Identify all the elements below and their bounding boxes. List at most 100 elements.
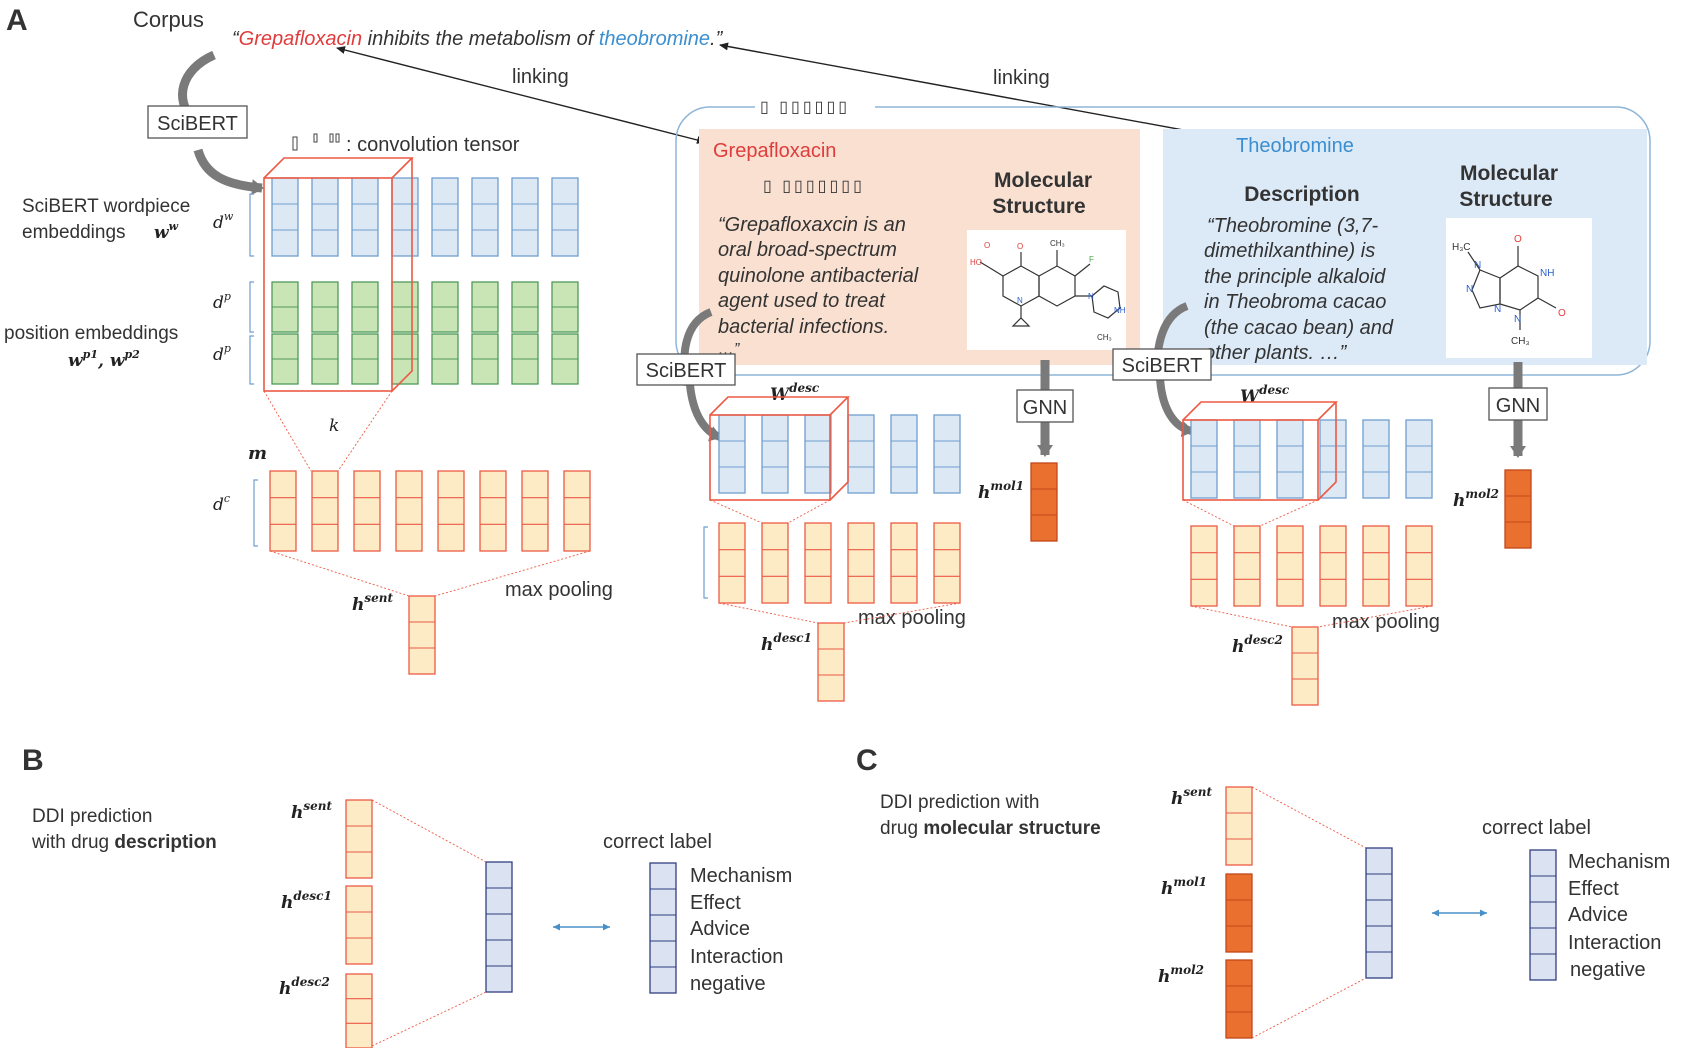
wdesc2-embedding-vector-body: [1319, 419, 1347, 499]
b-h-sent-vector: [345, 799, 373, 879]
grepa-desc-line: quinolone antibacterial: [718, 265, 919, 287]
hdesc1-symbol: hdesc1: [761, 631, 812, 655]
desc1-conv-vector-body: [761, 522, 789, 604]
position-embedding-vector-1: [271, 281, 299, 333]
position-embedding-vector-1: [431, 281, 459, 333]
conv-tensor-front: [263, 177, 393, 392]
gnn-box-2: [1488, 387, 1548, 421]
max-pooling-middle: max pooling: [858, 607, 966, 629]
panel-b-title-line1: DDI prediction: [32, 806, 152, 827]
drug-info-box-header: ▯ ▯▯▯▯▯▯: [760, 99, 850, 116]
wdesc2-embedding-vector: [1190, 419, 1218, 499]
desc1-conv-vector-body: [847, 522, 875, 604]
atom-label: F: [1089, 255, 1094, 264]
h-sent-vector-body: [408, 595, 436, 675]
quote-close: .”: [710, 28, 724, 50]
pooling-line: [1317, 605, 1433, 628]
c-h-mol2-vector: [1225, 959, 1253, 1039]
wordpiece-embedding-vector: [511, 177, 539, 257]
b-hsent-symbol: hsent: [291, 799, 332, 823]
theo-desc-line: the principle alkaloid: [1204, 266, 1386, 288]
conv-feature-vector-body: [437, 470, 465, 552]
gnn-label-1: GNN: [1023, 397, 1067, 419]
desc1-conv-vector: [804, 522, 832, 604]
b-fc-line: [371, 991, 487, 1047]
conv-feature-vector: [353, 470, 381, 552]
panel-c-title-line1: DDI prediction with: [880, 792, 1039, 813]
grepafloxacin-description: “Grepafloxaxcin is an oral broad-spectru…: [718, 214, 919, 358]
h-desc2-vector-body: [1291, 626, 1319, 706]
wordpiece-embedding-vector-body: [431, 177, 459, 257]
wdesc1-embedding-vector-body: [933, 414, 961, 494]
scibert-box-left: [147, 105, 248, 139]
atom-label: N: [1474, 260, 1481, 271]
atom-label: CH₃: [1050, 239, 1065, 248]
wordpiece-embedding-vector-body: [471, 177, 499, 257]
theo-mol-heading-2: Structure: [1459, 188, 1552, 211]
atom-label: O: [984, 241, 990, 250]
linking-arrow-theobromine: [719, 42, 1228, 141]
class-label: negative: [690, 973, 766, 995]
panel-c-title-line2: drug molecular structure: [880, 818, 1101, 839]
position-embedding-vector-1: [391, 281, 419, 333]
c-h-sent-vector: [1225, 786, 1253, 866]
h-mol2-vector: [1504, 469, 1532, 549]
position-embedding-vector-2: [271, 333, 299, 385]
c-h-mol1-vector: [1225, 873, 1253, 953]
wordpiece-embedding-vector: [351, 177, 379, 257]
desc2-conv-vector-body: [1362, 525, 1390, 607]
wdesc1-embedding-vector-body: [847, 414, 875, 494]
wdesc1-tensor-side: [829, 397, 849, 501]
grepafloxacin-description-heading: ▯ ▯▯▯▯▯▯▯: [763, 178, 865, 195]
dw-symbol: dw: [213, 210, 234, 233]
conv-feature-vector: [479, 470, 507, 552]
h-mol1-vector: [1030, 462, 1058, 542]
position-embedding-vector-2: [551, 333, 579, 385]
ww-symbol: ww: [154, 220, 179, 243]
desc1-conv-bracket: [703, 526, 708, 599]
desc2-conv-vector-body: [1276, 525, 1304, 607]
wdesc1-embedding-vector: [804, 414, 832, 494]
class-label: Mechanism: [690, 865, 792, 887]
conv-projection-line: [709, 499, 763, 524]
corpus-drug2: theobromine: [599, 28, 710, 50]
desc2-conv-vector-body: [1405, 525, 1433, 607]
class-label: Interaction: [690, 946, 783, 968]
class-label: Advice: [690, 918, 750, 940]
position-embedding-vector-1: [311, 281, 339, 333]
wdesc2-embedding-vector-body: [1233, 419, 1261, 499]
atom-label: O: [1514, 234, 1522, 245]
max-pooling-right: max pooling: [1332, 611, 1440, 633]
wdesc2-embedding-vector: [1405, 419, 1433, 499]
k-symbol: k: [329, 416, 339, 436]
desc2-conv-vector-body: [1233, 525, 1261, 607]
atom-label: NH: [1114, 306, 1126, 315]
max-pooling-left: max pooling: [505, 579, 613, 601]
grepafloxacin-molecule-image: HO O O CH₃ F N N NH CH₃: [967, 230, 1126, 350]
conv-projection-line: [263, 390, 312, 472]
dc-symbol: dc: [213, 492, 230, 515]
atom-label: O: [1558, 308, 1566, 319]
b-output-vector-body: [485, 861, 513, 993]
atom-label: NH: [1540, 268, 1554, 279]
class-label: Effect: [690, 892, 741, 914]
grepa-desc-line: bacterial infections.: [718, 316, 889, 338]
corpus-label: Corpus: [133, 7, 204, 32]
wordpiece-embedding-vector: [551, 177, 579, 257]
hmol1-symbol: hmol1: [978, 479, 1024, 503]
desc1-conv-vector: [890, 522, 918, 604]
conv-projection-line: [1182, 499, 1235, 527]
position-embedding-vector-2: [471, 333, 499, 385]
linking-label-1: linking: [512, 66, 569, 88]
dc-bracket: [253, 479, 258, 547]
atom-label: N: [1494, 304, 1501, 315]
scibert-to-wdesc1-arrow: [686, 384, 722, 442]
b-fc-line: [371, 799, 487, 863]
wdesc1-embedding-vector-body: [761, 414, 789, 494]
pooling-line: [434, 550, 591, 597]
atom-label: CH₃: [1097, 333, 1112, 342]
b-h-sent-vector-body: [345, 799, 373, 879]
wp-symbols: wp1, wp2: [68, 348, 140, 371]
atom-label: H₃C: [1452, 242, 1471, 253]
atom-label: HO: [970, 258, 982, 267]
